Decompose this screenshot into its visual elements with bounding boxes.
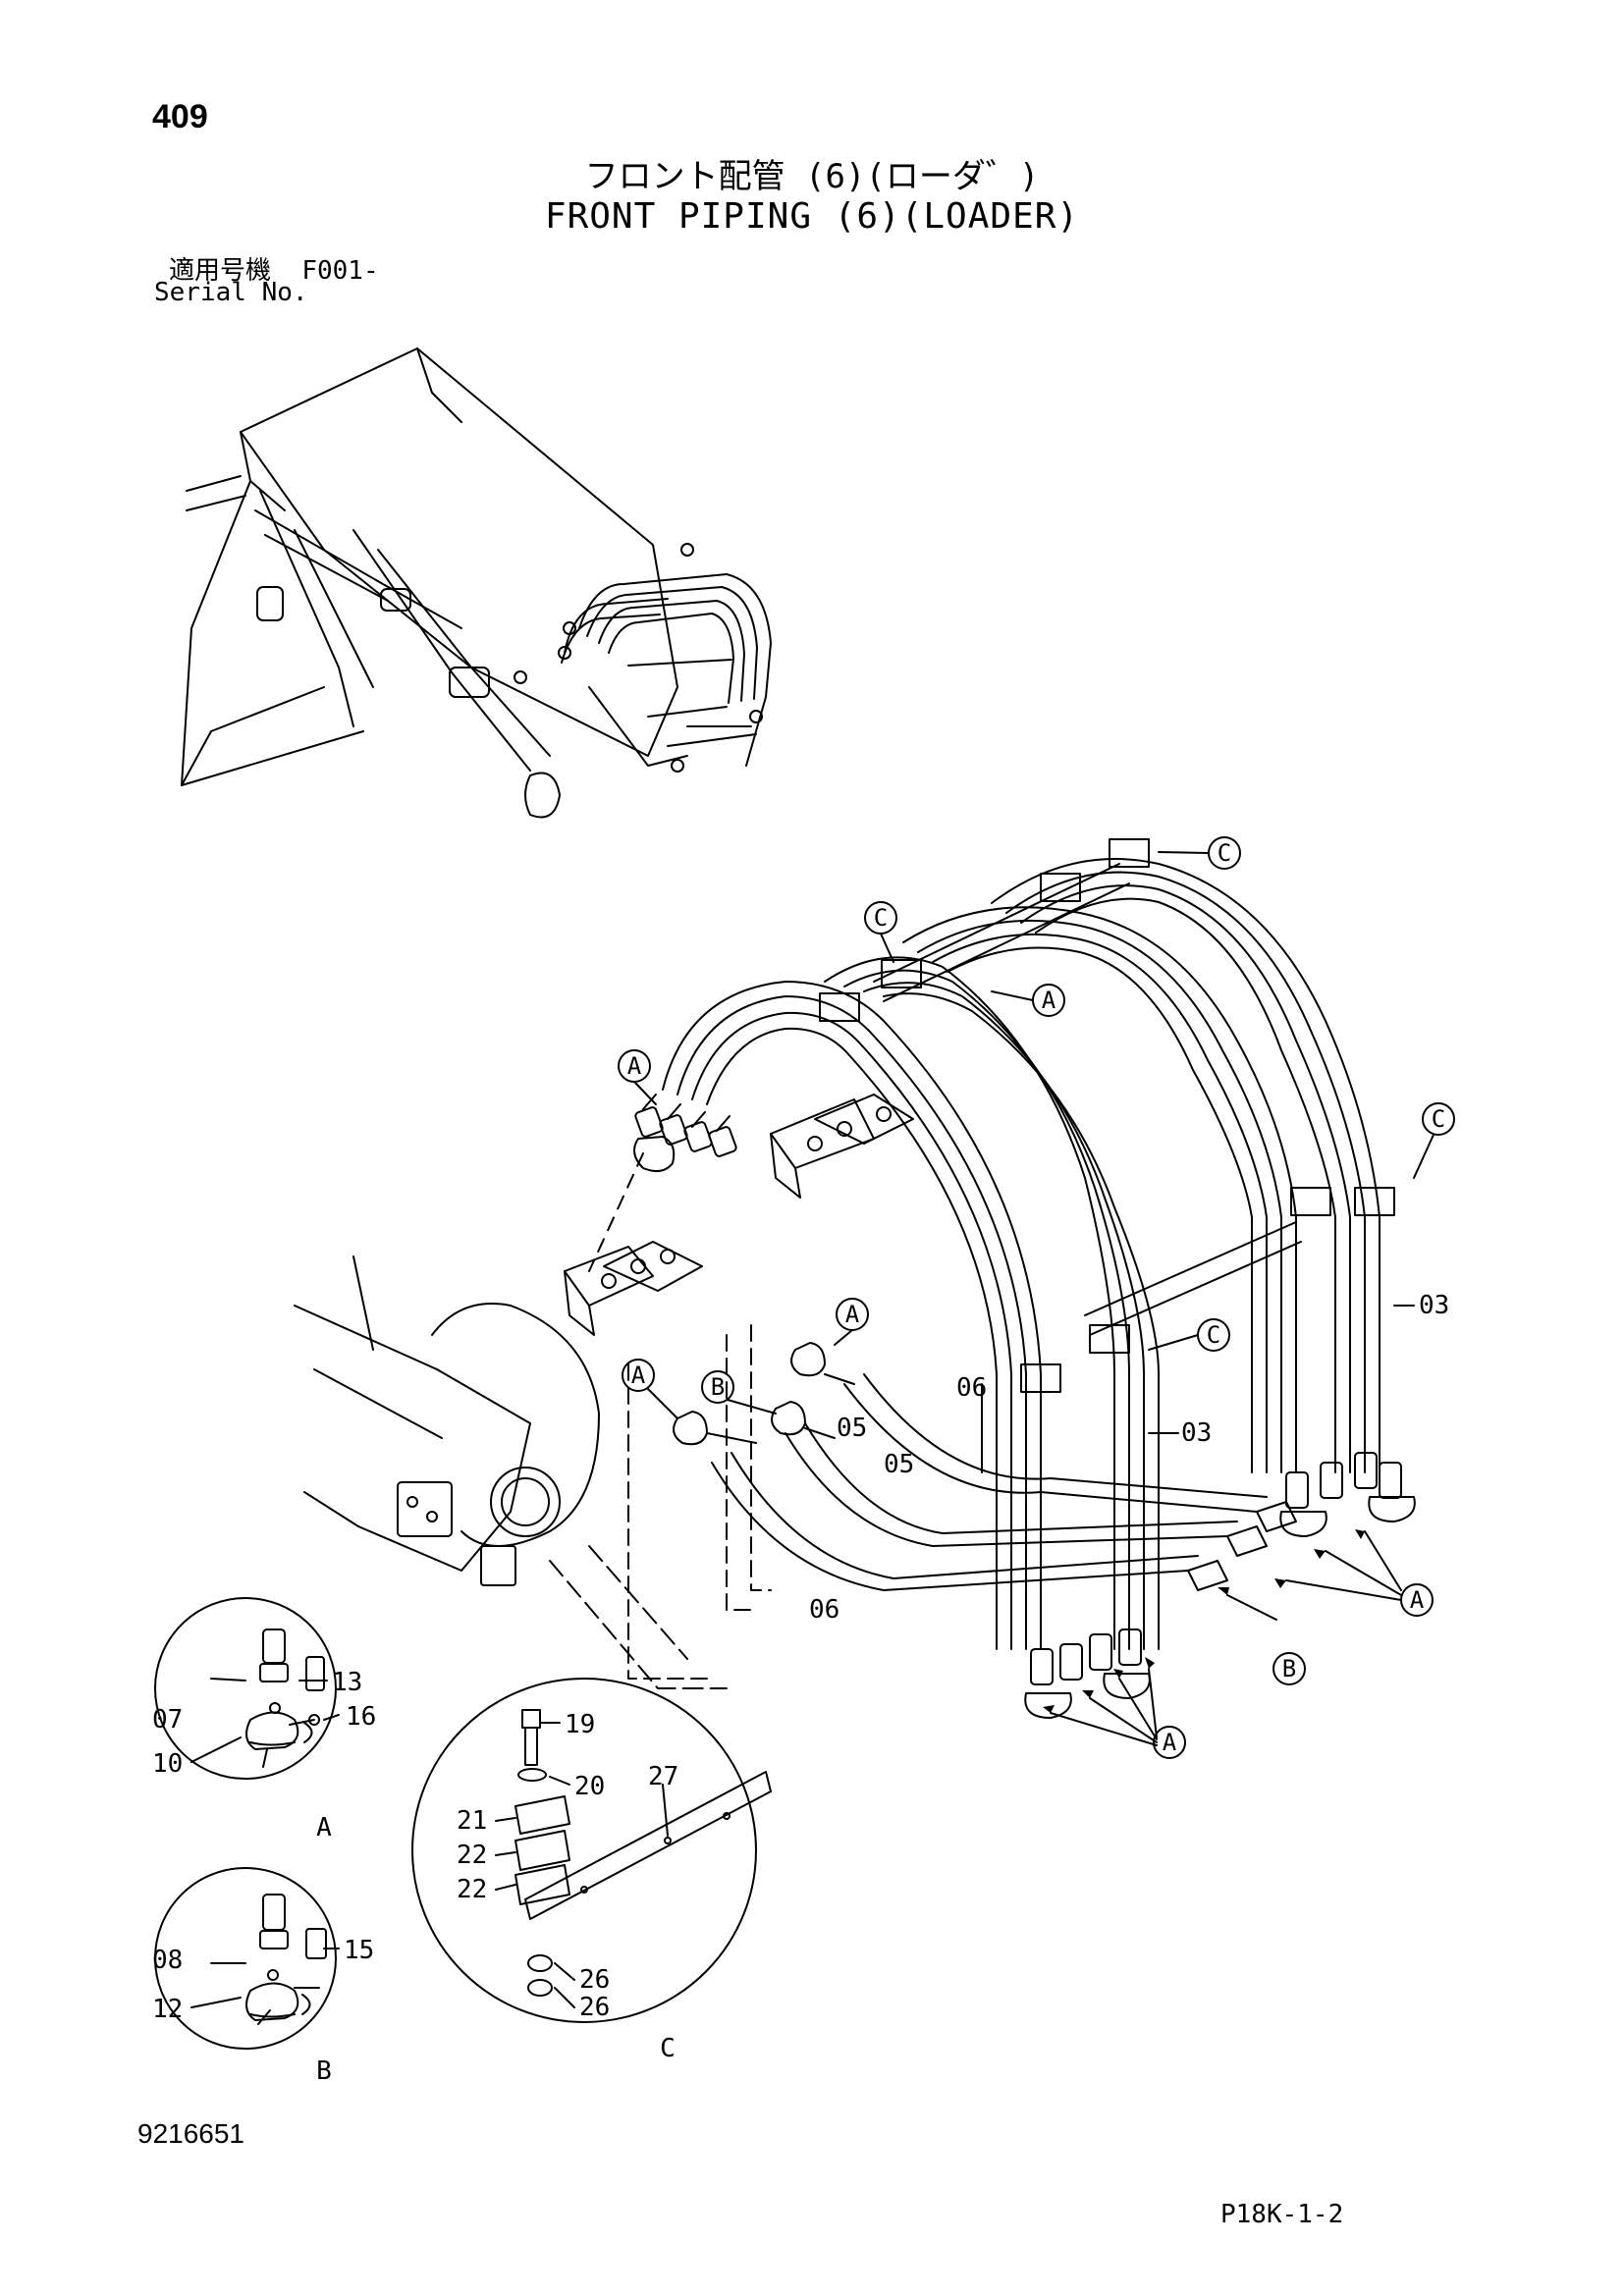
part-06-a: 06 bbox=[956, 1373, 987, 1403]
part-26-b: 26 bbox=[579, 1993, 610, 2022]
callout-a-3: A bbox=[845, 1301, 860, 1328]
page-title-japanese: フロント配管 (6)(ローダ゛) bbox=[584, 157, 1040, 196]
callout-a-1: A bbox=[1042, 987, 1056, 1014]
callout-a-2: A bbox=[627, 1052, 642, 1080]
part-26-a: 26 bbox=[579, 1965, 610, 1995]
serial-label-japanese: 適用号機 F001- bbox=[169, 250, 379, 287]
part-22-a: 22 bbox=[457, 1841, 487, 1870]
part-07: 07 bbox=[152, 1705, 183, 1735]
part-22-b: 22 bbox=[457, 1875, 487, 1904]
part-27: 27 bbox=[648, 1762, 678, 1791]
part-numbers: 03 03 06 05 05 06 13 07 16 10 08 15 12 1… bbox=[152, 1291, 1449, 2024]
callout-a-6: A bbox=[1163, 1729, 1177, 1756]
serial-label-english: Serial No. bbox=[154, 278, 308, 307]
part-03-b: 03 bbox=[1181, 1418, 1212, 1448]
callout-b-1: B bbox=[711, 1373, 725, 1401]
page-number: 409 bbox=[152, 98, 208, 135]
part-21: 21 bbox=[457, 1806, 487, 1836]
detail-label-b: B bbox=[316, 2056, 332, 2086]
part-20: 20 bbox=[574, 1772, 605, 1801]
part-12: 12 bbox=[152, 1995, 183, 2024]
serial-label-jp-text: 適用号機 bbox=[169, 256, 272, 286]
detail-label-a: A bbox=[316, 1813, 332, 1842]
part-05-b: 05 bbox=[884, 1450, 914, 1479]
callout-a-4: A bbox=[631, 1362, 646, 1389]
callout-c-3: C bbox=[1432, 1105, 1445, 1133]
callout-letters: C C A A C A C A B A B A A B C bbox=[316, 839, 1445, 2086]
detail-c bbox=[411, 1678, 772, 2023]
callout-bubbles bbox=[618, 836, 1455, 1759]
part-05-a: 05 bbox=[837, 1414, 867, 1443]
part-13: 13 bbox=[332, 1668, 362, 1697]
part-10: 10 bbox=[152, 1749, 183, 1779]
part-03-a: 03 bbox=[1419, 1291, 1449, 1320]
part-15: 15 bbox=[344, 1936, 374, 1965]
document-number: 9216651 bbox=[137, 2118, 245, 2149]
callout-a-5: A bbox=[1410, 1586, 1425, 1614]
serial-value: F001- bbox=[301, 256, 379, 286]
main-hose-bundle bbox=[294, 838, 1416, 1719]
overview-illustration bbox=[181, 347, 772, 819]
callout-c-1: C bbox=[1218, 839, 1231, 867]
part-16: 16 bbox=[346, 1702, 376, 1732]
arrowheads bbox=[1043, 1529, 1365, 1713]
leader-lines bbox=[190, 851, 1435, 2025]
detail-b bbox=[154, 1867, 337, 2050]
callout-b-2: B bbox=[1282, 1655, 1296, 1682]
detail-a bbox=[154, 1597, 337, 1780]
part-19: 19 bbox=[565, 1710, 595, 1739]
page-title-english: FRONT PIPING (6)(LOADER) bbox=[544, 196, 1080, 237]
sheet-code: P18K-1-2 bbox=[1220, 2200, 1344, 2229]
part-06-b: 06 bbox=[809, 1595, 839, 1625]
part-08: 08 bbox=[152, 1946, 183, 1975]
callout-c-4: C bbox=[1207, 1321, 1220, 1349]
callout-c-2: C bbox=[874, 904, 888, 932]
detail-label-c: C bbox=[660, 2034, 676, 2063]
